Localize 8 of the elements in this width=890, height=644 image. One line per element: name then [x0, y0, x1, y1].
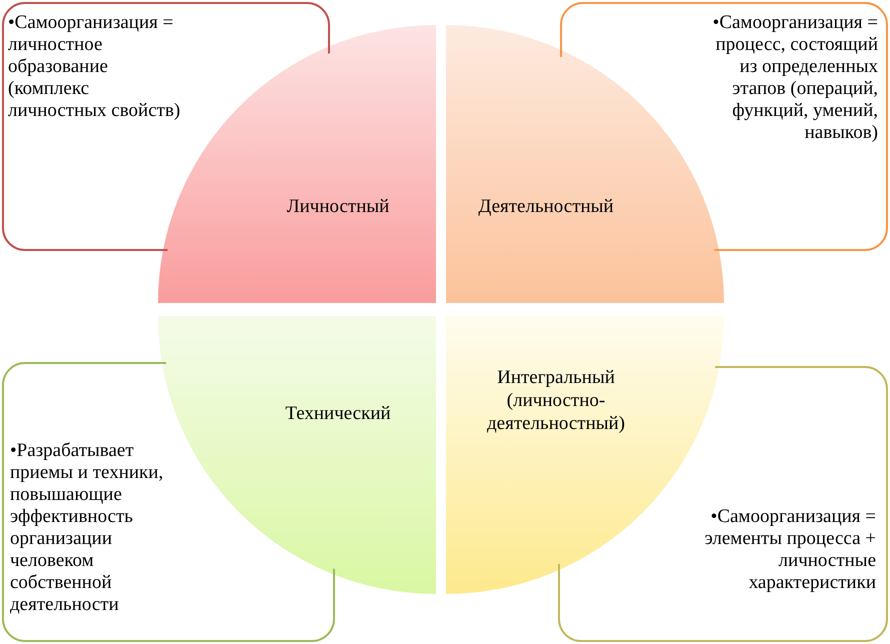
bullet-text: •Разрабатывает приемы и техники, повышающие эффективность организации человеком собственной деятельности — [10, 440, 164, 616]
bullet-text: •Самоорганизация = элементы процесса + личностные характеристики — [704, 506, 876, 594]
quadrant-label: Деятельностный — [477, 195, 615, 218]
bullet-text: •Самоорганизация = процесс, состоящий из определенных этапов (операций, функций, умений, навыков) — [712, 12, 878, 144]
quadrant-label: Технический — [284, 402, 392, 425]
quadrant-label: Личностный — [286, 195, 390, 218]
quadrant-label: Интегральный (личностно-деятельностный) — [486, 366, 626, 435]
bullet-text: •Самоорганизация = личностное образование (комплекс личностных свойств) — [8, 12, 182, 122]
